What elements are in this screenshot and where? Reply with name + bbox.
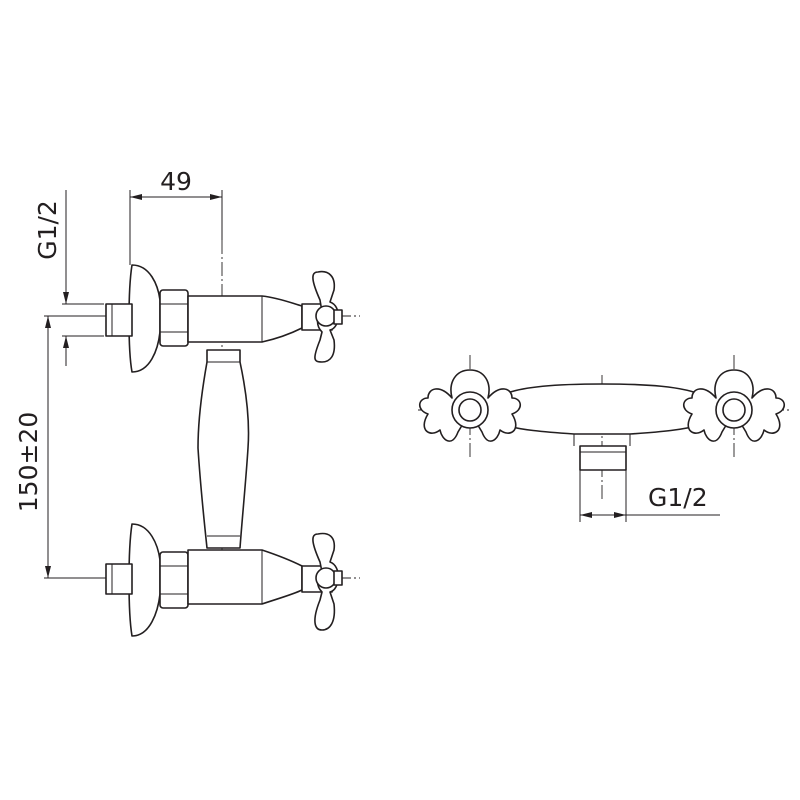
thread-dimension-label-top: G1/2 — [648, 483, 708, 512]
side-view: 49 G1/2 150±20 — [14, 167, 360, 637]
centers-dimension-label: 150±20 — [14, 412, 43, 512]
right-handle-top — [682, 369, 786, 442]
dimension-thread-side: G1/2 — [33, 190, 104, 366]
thread-dimension-label-side: G1/2 — [33, 200, 62, 260]
upper-connector — [105, 264, 343, 373]
dimension-thread-top: G1/2 — [579, 470, 720, 522]
dimension-centers: 150±20 — [14, 315, 104, 579]
outlet-nipple — [579, 445, 627, 471]
dimension-width: 49 — [129, 167, 223, 265]
mixer-body-vertical — [197, 349, 250, 549]
mixer-body-top — [499, 383, 705, 435]
width-dimension-label: 49 — [160, 167, 192, 196]
top-view: G1/2 — [418, 355, 790, 522]
lower-connector — [105, 523, 343, 637]
left-handle-top — [418, 369, 522, 442]
